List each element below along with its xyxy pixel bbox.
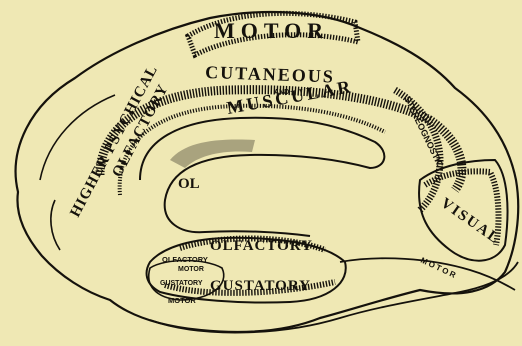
temporal-lower-outline <box>150 262 518 333</box>
label-motor: MOTOR <box>214 18 329 43</box>
frontal-sulcus-2 <box>51 200 60 250</box>
label-motor-right: MOTOR <box>419 256 459 281</box>
label-motor-small2: MOTOR <box>168 296 196 305</box>
label-olfactory-lower: OLFACTORY <box>210 238 313 254</box>
label-motor-small1: MOTOR <box>178 266 204 273</box>
label-olfactory-ol: OL <box>178 176 200 192</box>
label-gustatory-small: GUSTATORY <box>160 280 203 287</box>
fornix-stipple <box>170 140 255 168</box>
label-higher-psychical: HIGHER PSYCHICAL <box>67 62 161 219</box>
corpus-callosum-outline <box>140 118 384 236</box>
label-visual: VISUAL <box>438 195 503 248</box>
label-gustatory-main: GUSTATORY <box>210 278 311 294</box>
label-olfactory-small: OLFACTORY <box>162 255 208 264</box>
